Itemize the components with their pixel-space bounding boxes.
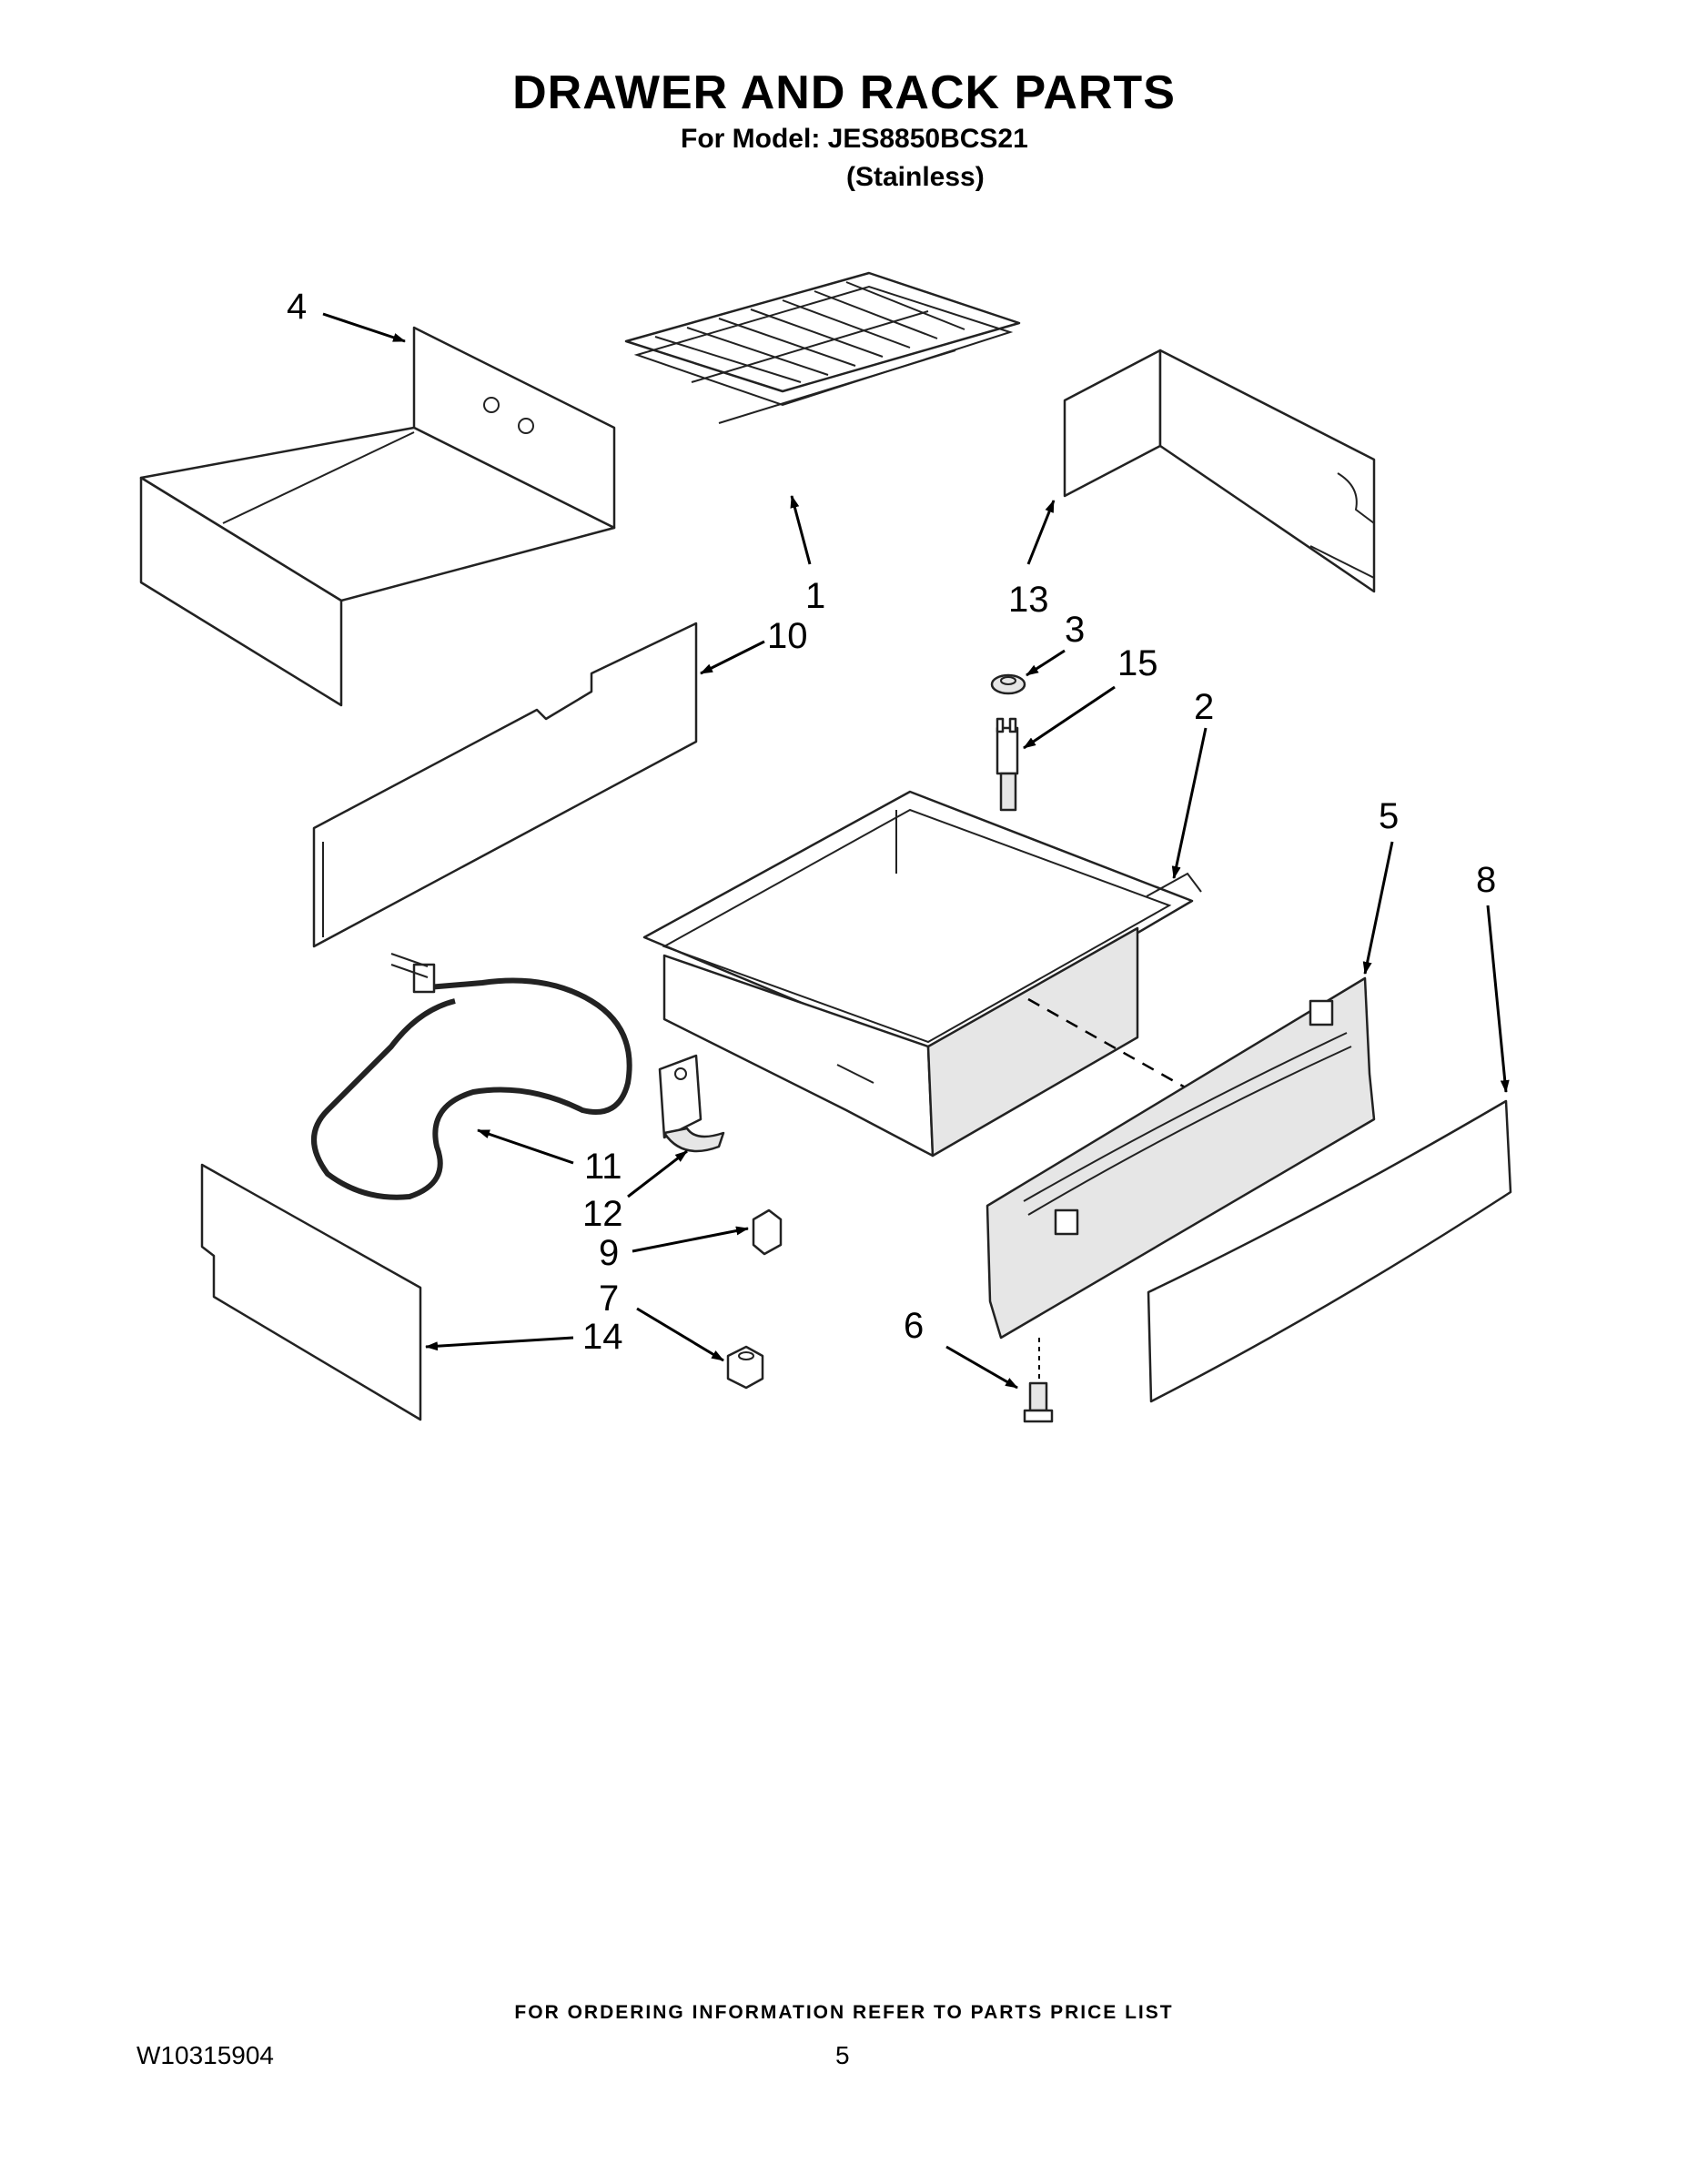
part-12-clip xyxy=(658,1054,725,1153)
callout-labels: 1 2 3 4 5 6 7 8 9 10 11 12 13 14 15 xyxy=(287,287,1496,1357)
page-number: 5 xyxy=(835,2041,850,2069)
page-title: DRAWER AND RACK PARTS xyxy=(512,66,1176,119)
callout-14: 14 xyxy=(582,1317,623,1357)
part-6-screw xyxy=(1023,1338,1054,1423)
callout-3: 3 xyxy=(1065,610,1085,650)
part-3-nut xyxy=(990,673,1026,695)
part-14-lower-panel xyxy=(200,1163,422,1421)
part-15-sensor xyxy=(996,717,1019,812)
callout-6: 6 xyxy=(904,1306,924,1346)
callout-12: 12 xyxy=(582,1194,623,1234)
part-1-oven-rack xyxy=(624,271,1021,424)
callout-9: 9 xyxy=(599,1233,619,1273)
callout-1: 1 xyxy=(805,576,825,616)
callout-13: 13 xyxy=(1008,580,1049,620)
callout-5: 5 xyxy=(1379,796,1399,836)
part-5-drawer-front xyxy=(986,976,1376,1340)
part-4-drawer-box xyxy=(139,326,616,707)
ordering-note: FOR ORDERING INFORMATION REFER TO PARTS … xyxy=(514,2002,1174,2023)
callout-7: 7 xyxy=(599,1279,619,1319)
document-number: W10315904 xyxy=(136,2041,275,2069)
model-line: For Model: JES8850BCS21 xyxy=(681,124,1028,154)
part-8-stainless-overlay xyxy=(1147,1099,1512,1403)
part-7-nut xyxy=(726,1345,764,1390)
part-10-side-panel xyxy=(312,622,698,948)
model-variant: (Stainless) xyxy=(846,162,985,192)
callout-2: 2 xyxy=(1194,687,1214,727)
part-9-block xyxy=(752,1208,783,1256)
callout-8: 8 xyxy=(1476,860,1496,900)
part-11-bake-element xyxy=(311,953,632,1200)
callout-4: 4 xyxy=(287,287,307,327)
callout-10: 10 xyxy=(767,616,808,656)
callout-11: 11 xyxy=(584,1147,622,1187)
leader-lines xyxy=(322,312,1510,1390)
part-13-rear-bracket xyxy=(1063,349,1376,593)
part-2-drawer-pan xyxy=(642,790,1202,1158)
callout-15: 15 xyxy=(1117,643,1158,683)
